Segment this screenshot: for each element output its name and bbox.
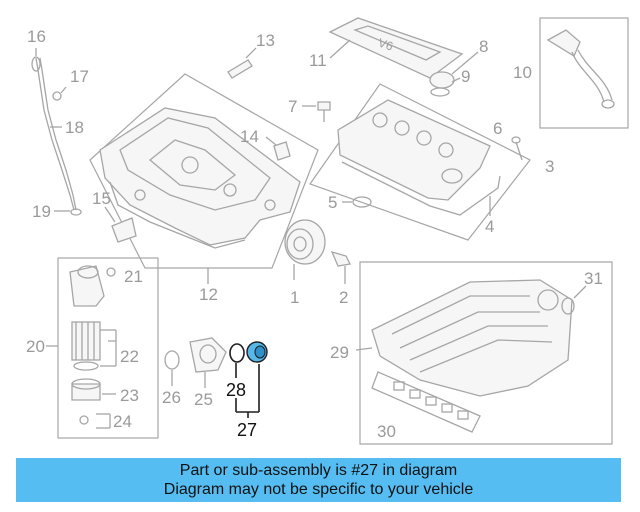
pcv-hose	[539, 17, 629, 129]
label-13: 13	[256, 31, 275, 50]
label-30: 30	[377, 422, 396, 441]
label-4: 4	[485, 217, 494, 236]
part-15	[104, 206, 137, 243]
label-11: 11	[309, 51, 327, 70]
part-14	[265, 136, 291, 161]
intake-gasket	[371, 371, 481, 433]
label-31: 31	[584, 269, 603, 288]
label-10: 10	[513, 63, 532, 82]
label-23: 23	[120, 386, 139, 405]
part-13	[227, 47, 257, 79]
callout-labels: 1 2 3 4 5 6 7 8 9 10 11 12 13 14 15 16 1…	[26, 27, 603, 441]
label-16: 16	[27, 27, 46, 46]
label-9: 9	[461, 67, 470, 86]
leader-27	[235, 363, 260, 418]
label-14: 14	[240, 127, 259, 146]
label-5: 5	[328, 193, 337, 212]
label-25: 25	[194, 390, 213, 409]
oil-cap	[429, 51, 479, 97]
part-25	[189, 337, 227, 388]
label-26: 26	[162, 388, 181, 407]
label-20: 20	[26, 337, 45, 356]
seal-31	[561, 285, 587, 315]
label-19: 19	[32, 202, 51, 221]
label-3: 3	[545, 157, 554, 176]
part-27-plug	[246, 341, 268, 363]
label-15: 15	[92, 189, 111, 208]
label-17: 17	[70, 67, 89, 86]
label-22: 22	[120, 347, 139, 366]
intake-manifold	[355, 261, 613, 445]
label-12: 12	[199, 285, 218, 304]
seal-17	[52, 86, 67, 101]
banner-line-1: Part or sub-assembly is #27 in diagram	[179, 462, 458, 479]
oil-pan-assembly	[89, 73, 319, 269]
label-6: 6	[493, 119, 502, 138]
bolt-6	[511, 136, 523, 161]
label-1: 1	[290, 288, 299, 307]
label-2: 2	[339, 288, 348, 307]
part-7	[302, 101, 331, 122]
info-banner: Part or sub-assembly is #27 in diagram D…	[16, 458, 621, 502]
banner-line-2: Diagram may not be specific to your vehi…	[163, 481, 474, 498]
pulley-1	[284, 219, 326, 280]
label-18: 18	[65, 118, 84, 137]
label-7: 7	[288, 97, 297, 116]
label-21: 21	[124, 267, 143, 286]
bolt-2	[330, 250, 351, 284]
oil-filter-group	[57, 257, 159, 439]
label-29: 29	[330, 343, 349, 362]
label-27: 27	[237, 420, 257, 440]
valve-cover	[309, 83, 531, 241]
part-28-seal	[229, 343, 245, 363]
label-8: 8	[479, 37, 488, 56]
part-26	[164, 350, 180, 386]
seal-5	[342, 196, 372, 208]
dipstick	[31, 56, 82, 216]
label-24: 24	[113, 412, 132, 431]
svg-text:V6: V6	[376, 36, 395, 54]
label-28: 28	[226, 380, 246, 400]
engine-cover: V6	[328, 17, 464, 79]
